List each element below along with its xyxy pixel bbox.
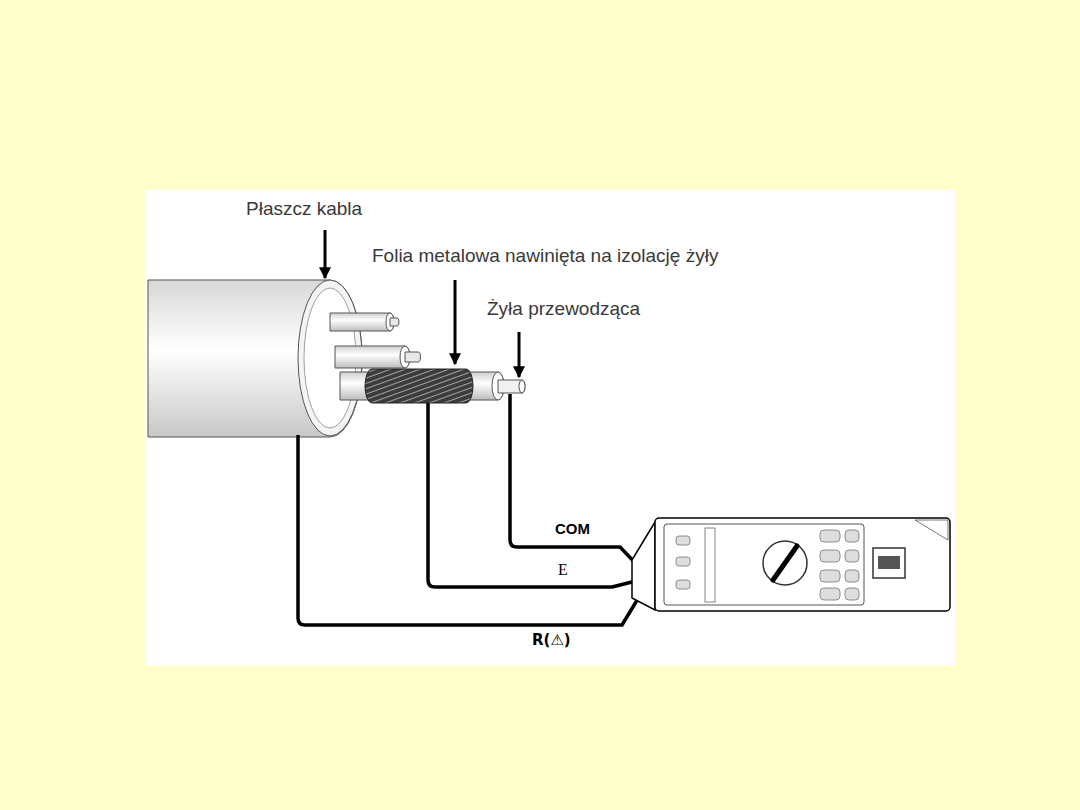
cable-sheath — [148, 280, 362, 437]
part-label: Żyła przewodząca — [487, 298, 640, 320]
conductor — [498, 380, 525, 393]
terminal-label: R(⚠) — [530, 632, 573, 649]
panel — [145, 190, 955, 666]
part-label: Płaszcz kabla — [246, 198, 362, 220]
insulation-meter — [632, 518, 950, 611]
metal-foil — [365, 369, 473, 403]
part-label: Folia metalowa nawinięta na izolację żył… — [372, 245, 718, 267]
core-middle — [335, 346, 421, 368]
core-top — [330, 313, 399, 331]
test-wires — [298, 394, 642, 625]
core-with-foil — [340, 369, 525, 403]
terminal-label: COM — [553, 520, 592, 537]
terminal-label: E — [556, 561, 570, 579]
